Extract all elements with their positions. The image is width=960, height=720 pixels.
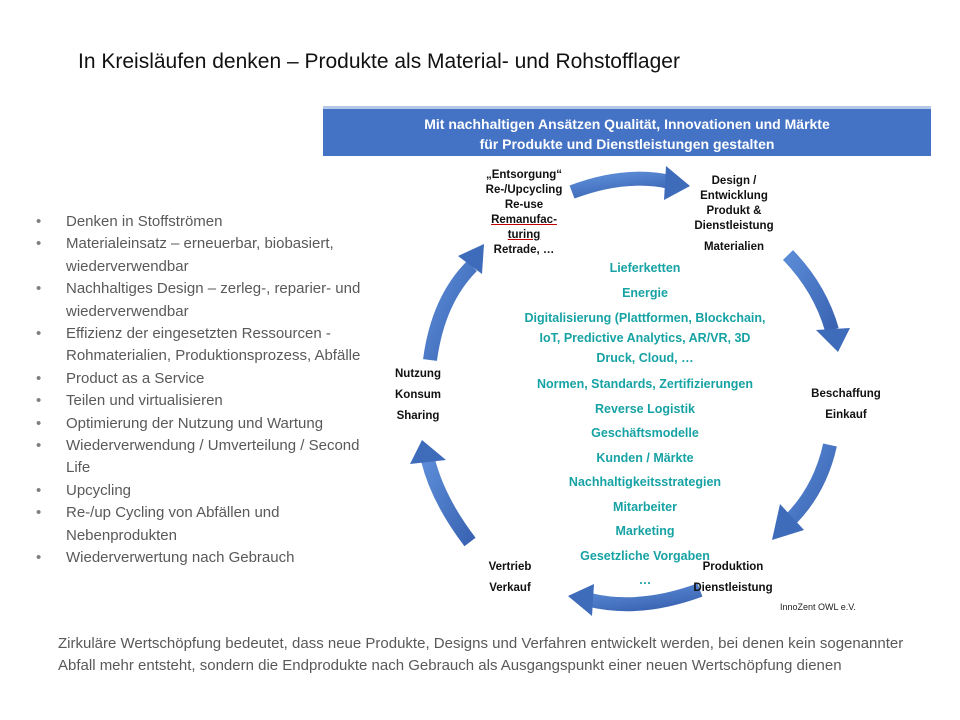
stage-text: Konsum xyxy=(395,389,441,401)
stage-text: Retrade, … xyxy=(493,244,555,256)
stage-nutzung: Nutzung Konsum Sharing xyxy=(388,367,448,424)
stage-text: Design / xyxy=(711,175,757,187)
arrow-upper-right-icon xyxy=(782,250,850,352)
stage-text: Vertrieb xyxy=(488,561,532,573)
stage-design: Design / Entwicklung Produkt & Dienstlei… xyxy=(686,174,782,255)
credit: InnoZent OWL e.V. xyxy=(780,602,856,612)
circular-economy-diagram: „Entsorgung“ Re-/Upcycling Re-use Remanu… xyxy=(380,160,940,620)
center-item-digitalisierung: Digitalisierung (Plattformen, Blockchain… xyxy=(480,305,810,372)
banner-line-1: Mit nachhaltigen Ansätzen Qualität, Inno… xyxy=(424,116,830,132)
stage-text: turing xyxy=(507,229,541,241)
center-item-line: Digitalisierung (Plattformen, Blockchain… xyxy=(524,311,766,325)
bullet-item: Effizienz der eingesetzten Ressourcen - … xyxy=(36,323,376,368)
bullet-item: Teilen und virtualisieren xyxy=(36,390,376,413)
bullet-item: Denken in Stoffströmen xyxy=(36,211,376,234)
stage-text: Re-use xyxy=(504,199,544,211)
stage-text: Einkauf xyxy=(825,409,867,421)
bullet-item: Optimierung der Nutzung und Wartung xyxy=(36,413,376,436)
arrow-lower-right-icon xyxy=(772,443,837,540)
center-item: Gesetzliche Vorgaben xyxy=(580,548,710,563)
footer-text: Zirkuläre Wertschöpfung bedeutet, dass n… xyxy=(58,635,904,674)
bullet-item: Wiederverwendung / Umverteilung / Second… xyxy=(36,435,376,480)
center-item: Nachhaltigkeitsstrategien xyxy=(568,475,722,489)
stage-text: Materialien xyxy=(703,241,765,253)
bullet-item: Nachhaltiges Design – zerleg-, reparier-… xyxy=(36,278,376,323)
stage-text: Nutzung xyxy=(395,368,441,380)
center-item: Marketing xyxy=(615,524,675,538)
center-item-line: Druck, Cloud, … xyxy=(596,351,694,365)
stage-text: Verkauf xyxy=(489,582,531,594)
stage-text: Remanufac- xyxy=(491,214,557,226)
stage-produktion: Produktion Dienstleistung xyxy=(685,560,781,596)
arrow-upper-left-icon xyxy=(423,244,484,361)
arrow-top-icon xyxy=(569,166,690,200)
stage-vertrieb: Vertrieb Verkauf xyxy=(480,560,540,596)
center-item: Lieferketten xyxy=(609,261,681,275)
stage-text: Produkt & xyxy=(706,205,762,217)
bullet-item: Re-/up Cycling von Abfällen und Nebenpro… xyxy=(36,502,376,547)
stage-text: Sharing xyxy=(396,410,440,422)
stage-entsorgung: „Entsorgung“ Re-/Upcycling Re-use Remanu… xyxy=(476,168,572,258)
slide-title: In Kreisläufen denken – Produkte als Mat… xyxy=(78,50,680,73)
center-item: Kunden / Märkte xyxy=(596,450,694,465)
bullet-item: Product as a Service xyxy=(36,368,376,391)
stage-text: „Entsorgung“ xyxy=(485,169,563,181)
arrow-lower-left-icon xyxy=(410,440,476,547)
center-item: Geschäftsmodelle xyxy=(591,426,699,440)
center-topics: Lieferketten Energie Digitalisierung (Pl… xyxy=(480,256,810,593)
stage-text: Entwicklung xyxy=(700,190,768,202)
center-item: Reverse Logistik xyxy=(594,401,696,416)
center-item-line: IoT, Predictive Analytics, AR/VR, 3D xyxy=(539,331,751,345)
center-item: Mitarbeiter xyxy=(613,499,677,514)
bullet-item: Upcycling xyxy=(36,480,376,503)
stage-text: Dienstleistung xyxy=(693,582,773,594)
arrow-bottom-icon xyxy=(568,583,703,616)
stage-text: Beschaffung xyxy=(811,388,881,400)
cycle-arrows xyxy=(410,166,850,616)
stage-beschaffung: Beschaffung Einkauf xyxy=(798,387,894,423)
center-item: Energie xyxy=(622,285,668,300)
banner-line-2: für Produkte und Dienstleistungen gestal… xyxy=(479,136,775,152)
stage-text: Dienstleistung xyxy=(694,220,774,232)
center-item: … xyxy=(638,573,652,587)
stage-text: Produktion xyxy=(702,561,764,573)
bullet-item: Materialeinsatz – erneuerbar, biobasiert… xyxy=(36,233,376,278)
stage-text: Re-/Upcycling xyxy=(485,184,563,196)
center-item: Normen, Standards, Zertifizierungen xyxy=(536,377,753,391)
bullet-item: Wiederverwertung nach Gebrauch xyxy=(36,547,376,570)
banner: Mit nachhaltigen Ansätzen Qualität, Inno… xyxy=(323,106,931,156)
bullet-list: Denken in Stoffströmen Materialeinsatz –… xyxy=(36,211,376,570)
